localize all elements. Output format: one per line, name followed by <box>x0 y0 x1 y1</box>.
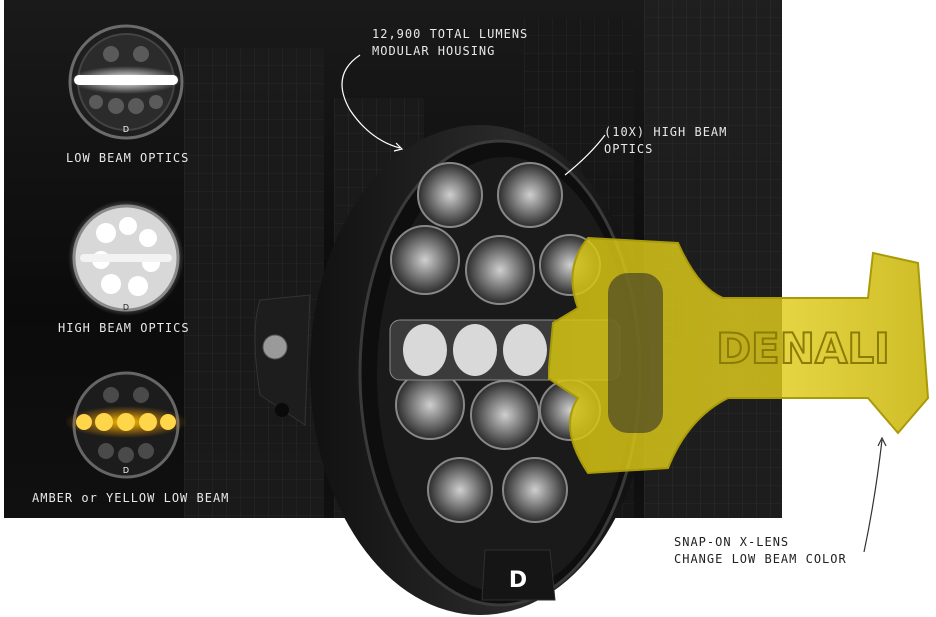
low-beam-thumbnail: D <box>68 24 184 140</box>
svg-text:D: D <box>123 125 129 134</box>
lumens-arrow <box>341 54 401 149</box>
high-beam-callout-line2: OPTICS <box>604 142 654 156</box>
svg-text:D: D <box>123 303 129 312</box>
lumens-callout-line2: MODULAR HOUSING <box>372 44 496 58</box>
svg-text:D: D <box>123 466 129 475</box>
high-beam-callout-line1: (10X) HIGH BEAM <box>604 125 728 139</box>
lens-callout-line1: SNAP-ON X-LENS <box>674 535 790 549</box>
low-beam-label: LOW BEAM OPTICS <box>66 151 190 165</box>
lens-brand-text: DENALI <box>716 324 890 373</box>
snap-on-lens: DENALI <box>548 236 930 475</box>
high-beam-thumbnail: D <box>68 200 184 316</box>
headlight-logo: D <box>509 568 527 593</box>
high-beam-label: HIGH BEAM OPTICS <box>58 321 190 335</box>
building-silhouette <box>184 48 324 518</box>
lumens-callout-line1: 12,900 TOTAL LUMENS <box>372 27 529 41</box>
amber-beam-thumbnail: D <box>66 371 186 479</box>
high-beam-arrow <box>564 134 606 176</box>
headlight-main: D <box>254 125 650 615</box>
lens-arrow <box>863 439 883 553</box>
lens-callout-line2: CHANGE LOW BEAM COLOR <box>674 552 847 566</box>
amber-beam-label: AMBER or YELLOW LOW BEAM <box>32 491 230 505</box>
